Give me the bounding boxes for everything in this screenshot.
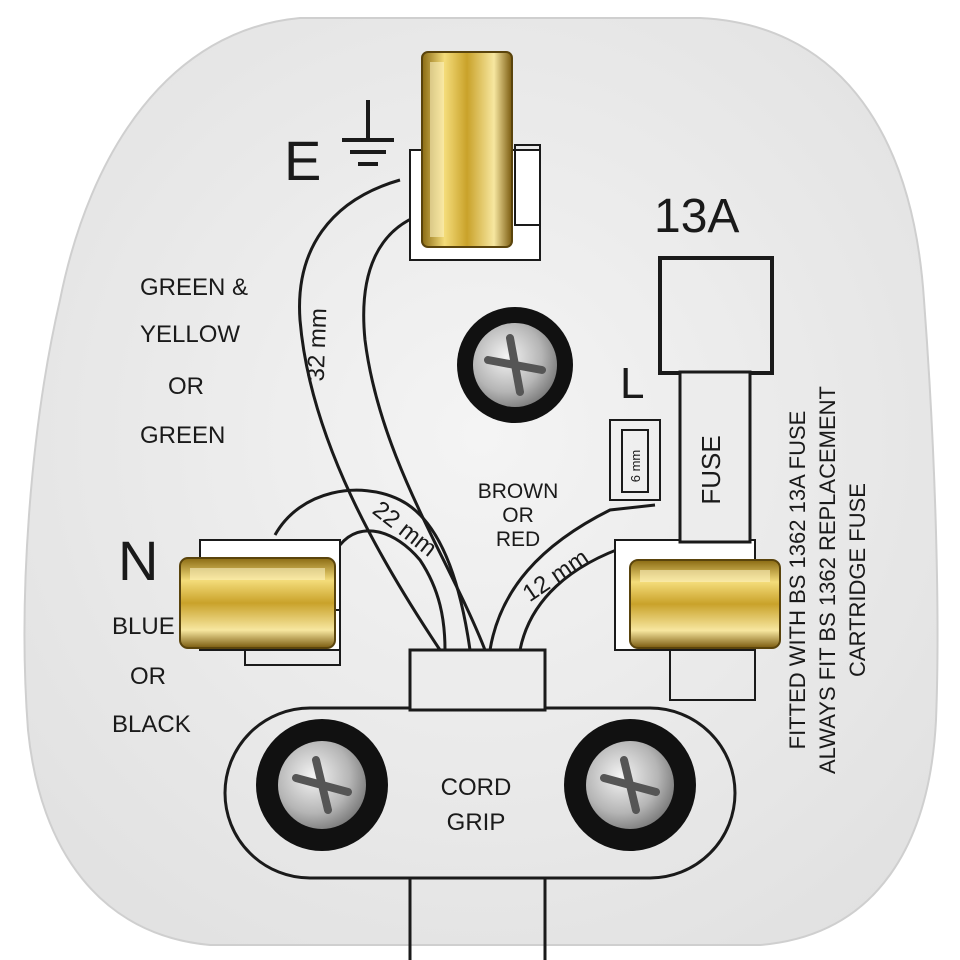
earth-color-line: GREEN — [140, 422, 225, 449]
earth-letter: E — [284, 129, 321, 192]
neutral-color-line: OR — [130, 663, 166, 690]
live-color-line: OR — [502, 504, 534, 527]
fuse-label: FUSE — [696, 435, 726, 504]
center-screw — [457, 307, 573, 423]
cord-grip-line: CORD — [441, 774, 512, 801]
strip-length-gauge — [609, 419, 661, 501]
cord-grip-screw-right — [564, 719, 696, 851]
earth-symbol-icon — [342, 100, 394, 166]
neutral-color-line: BLUE — [112, 613, 175, 640]
earth-wire — [298, 178, 487, 651]
live-color-line: BROWN — [478, 480, 559, 503]
neutral-letter: N — [118, 529, 158, 592]
live-wire — [488, 503, 656, 651]
earth-length-label: 32 mm — [303, 308, 333, 382]
earth-color-line: GREEN & — [140, 274, 248, 301]
plug-card-outline — [23, 17, 939, 946]
cord-grip-screw-left — [256, 719, 388, 851]
fuse-notice-line: FITTED WITH BS 1362 13A FUSE — [785, 411, 810, 750]
strip-length-label: 6 mm — [628, 450, 643, 483]
cord-grip-outline — [223, 706, 737, 880]
live-color-line: RED — [496, 528, 540, 551]
neutral-pin — [179, 557, 336, 649]
fuse-notice-line: CARTRIDGE FUSE — [845, 483, 870, 677]
cord-grip-line: GRIP — [447, 809, 506, 836]
earth-color-line: OR — [168, 373, 204, 400]
cord-sheath — [408, 648, 547, 960]
fuse-notice-line: ALWAYS FIT BS 1362 REPLACEMENT — [815, 386, 840, 774]
neutral-wire — [273, 488, 472, 651]
earth-pin — [421, 51, 513, 248]
fuse-holder — [658, 256, 774, 544]
neutral-color-line: BLACK — [112, 711, 191, 738]
rating-label: 13A — [654, 190, 739, 243]
earth-color-line: YELLOW — [140, 321, 240, 348]
live-letter: L — [620, 359, 644, 408]
